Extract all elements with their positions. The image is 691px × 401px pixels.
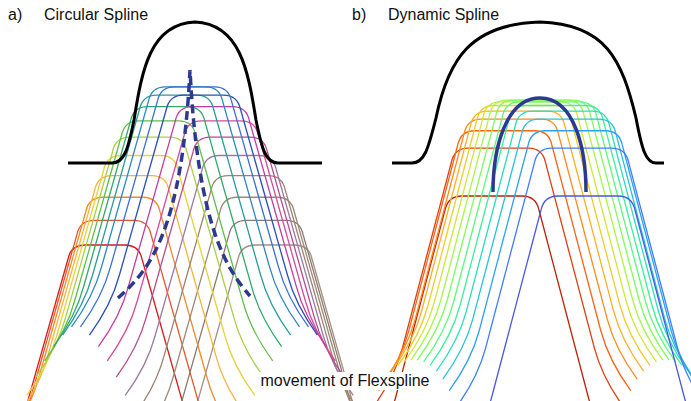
panel-title: Dynamic Spline xyxy=(388,6,499,24)
flexspline-tooth xyxy=(125,155,353,395)
flexspline-tooth xyxy=(411,100,663,360)
flexspline-tooth xyxy=(0,220,228,401)
panel-letter: b) xyxy=(352,6,366,24)
flexspline-tooth xyxy=(443,119,691,379)
tooth-tip-trajectory-b xyxy=(493,98,586,192)
flexspline-tooth xyxy=(430,105,682,365)
panel-letter: a) xyxy=(8,6,22,24)
caption-label: movement of Flexspline xyxy=(258,372,433,390)
flexspline-tooth xyxy=(72,87,300,327)
flexspline-tooth xyxy=(462,196,691,401)
dynamic-spline-tooth xyxy=(392,22,664,163)
panel-title: Circular Spline xyxy=(44,6,148,24)
circular-spline-tooth xyxy=(68,22,322,163)
flexspline-tooth xyxy=(398,105,650,365)
flexspline-tooth xyxy=(89,95,317,335)
flexspline-tooth xyxy=(436,111,688,371)
flexspline-tooth xyxy=(456,148,691,401)
flexspline-tooth xyxy=(404,102,656,362)
flexspline-tooth xyxy=(63,95,291,335)
flexspline-tooth xyxy=(366,196,618,401)
tooth-tip-trajectory-a xyxy=(118,70,250,298)
